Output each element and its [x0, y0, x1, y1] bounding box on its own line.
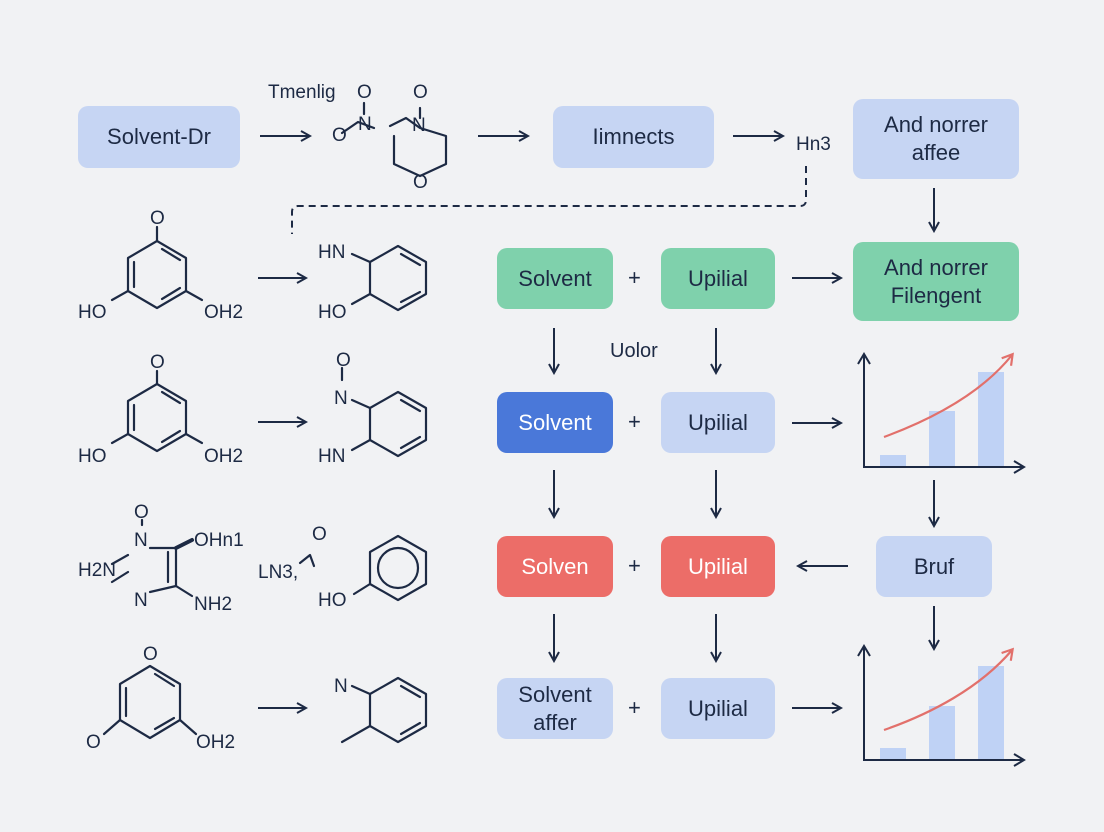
fused-ring-2: [340, 366, 428, 458]
reagent-note: Tmenlig: [268, 82, 336, 103]
atom-label: HO: [78, 302, 107, 323]
atom-label: HO: [78, 446, 107, 467]
reagent-box: Upilial: [661, 392, 775, 453]
atom-label: OH2: [196, 732, 235, 753]
atom-label: N: [134, 590, 148, 611]
atom-label: HN: [318, 242, 345, 263]
atom-label: O: [150, 208, 165, 229]
plus-sign: +: [628, 695, 641, 720]
solvent-box: Solvent: [497, 392, 613, 453]
final-box: And norrer affee: [853, 99, 1019, 179]
reagent-box: Upilial: [661, 536, 775, 597]
atom-label: O: [150, 352, 165, 373]
atom-label: N: [358, 114, 372, 135]
atom-label: H2N: [78, 560, 116, 581]
morpholine-structure: [340, 101, 448, 178]
solvent-box: Solvent affer: [497, 678, 613, 739]
reagent-structure: [298, 553, 316, 568]
atom-label: O: [332, 125, 347, 146]
trend-line-icon: [883, 352, 1014, 439]
atom-label: N: [334, 388, 348, 409]
reagent-box: Upilial: [661, 678, 775, 739]
bar-chart-icon: [857, 644, 1026, 767]
atom-label: O: [86, 732, 101, 753]
start-box: Solvent-Dr: [78, 106, 240, 168]
fused-ring-4: [340, 676, 428, 744]
atom-label: O: [143, 644, 158, 665]
solvent-box: Solven: [497, 536, 613, 597]
phenol-ring: [352, 534, 428, 602]
plus-sign: +: [628, 265, 641, 290]
atom-label: OH2: [204, 302, 243, 323]
target-box: Bruf: [876, 536, 992, 597]
plus-sign: +: [628, 409, 641, 434]
atom-label: N: [134, 530, 148, 551]
atom-label: HN: [318, 446, 345, 467]
atom-label: N: [412, 115, 426, 136]
atom-label: O: [413, 172, 428, 193]
triazine-ring: [110, 518, 194, 598]
atom-label: NH2: [194, 594, 232, 615]
trend-line-icon: [883, 647, 1015, 732]
atom-label: O: [413, 82, 428, 103]
atom-label: HO: [318, 302, 347, 323]
benzene-ring-1: [110, 225, 204, 310]
atom-label: OH2: [204, 446, 243, 467]
atom-label: O: [134, 502, 149, 523]
target-box: And norrer Filengent: [853, 242, 1019, 321]
dashed-connector: [291, 166, 807, 234]
product-label: Hn3: [796, 134, 831, 155]
atom-label: N: [334, 676, 348, 697]
step-box: Iimnects: [553, 106, 714, 168]
atom-label: O: [357, 82, 372, 103]
atom-label: OHn1: [194, 530, 244, 551]
atom-label: LN3,: [258, 562, 298, 583]
atom-label: O: [312, 524, 327, 545]
atom-label: O: [336, 350, 351, 371]
solvent-box: Solvent: [497, 248, 613, 309]
plus-sign: +: [628, 553, 641, 578]
atom-label: HO: [318, 590, 347, 611]
mid-label: Uolor: [610, 340, 658, 362]
reagent-box: Upilial: [661, 248, 775, 309]
fused-ring-1: [350, 244, 428, 312]
benzene-ring-4: [102, 664, 198, 740]
benzene-ring-2: [110, 369, 204, 453]
bar-chart-icon: [857, 352, 1026, 474]
